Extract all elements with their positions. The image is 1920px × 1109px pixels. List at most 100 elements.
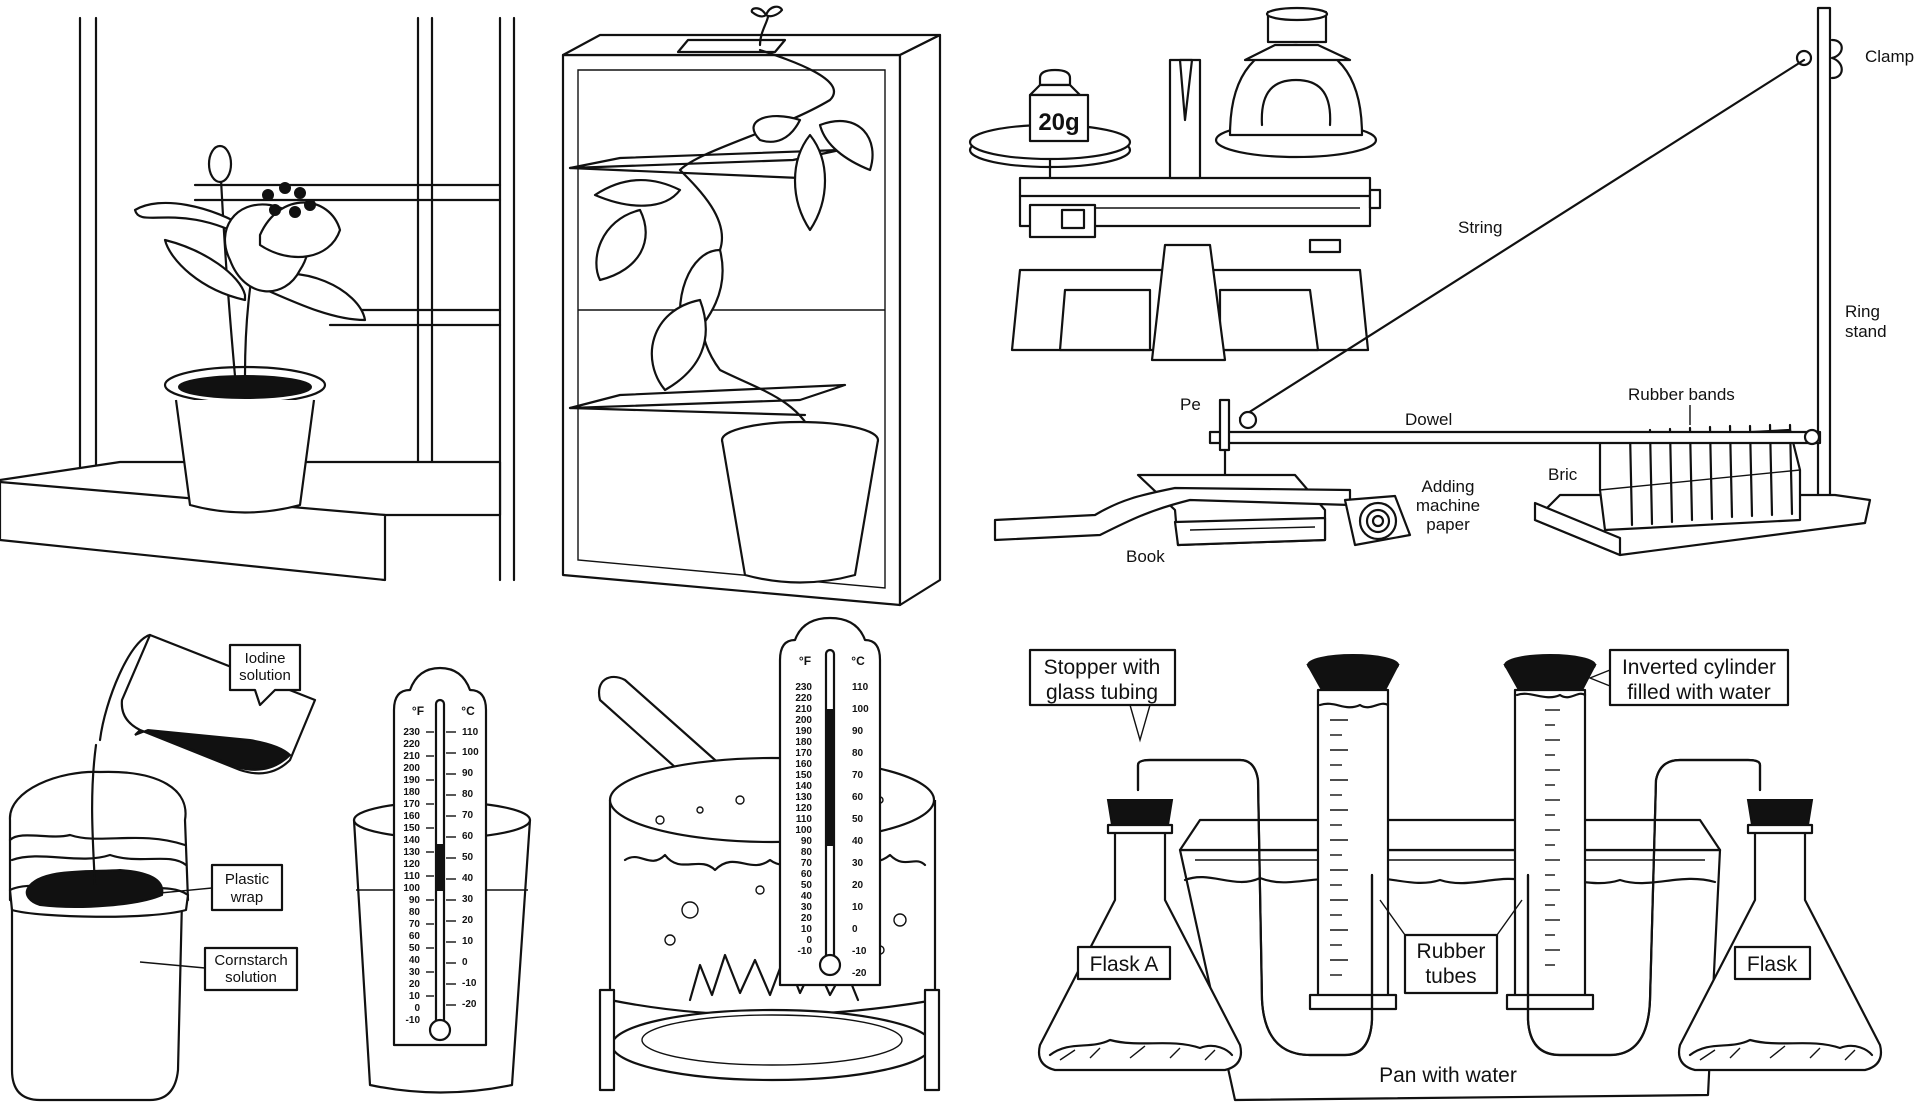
weight-label: 20g: [1038, 109, 1079, 136]
svg-text:0: 0: [414, 1003, 420, 1014]
svg-text:170: 170: [795, 748, 812, 759]
svg-text:30: 30: [409, 967, 421, 978]
svg-text:220: 220: [403, 739, 420, 750]
svg-text:50: 50: [462, 852, 474, 863]
flask-a-callout: Flask A: [1076, 945, 1172, 981]
svg-text:40: 40: [852, 836, 864, 847]
svg-text:-10: -10: [406, 1015, 421, 1026]
maze-pot: [720, 420, 880, 584]
svg-text:200: 200: [795, 715, 812, 726]
svg-text:220: 220: [795, 693, 812, 704]
svg-text:0: 0: [462, 957, 468, 968]
svg-text:70: 70: [801, 858, 813, 869]
svg-text:10: 10: [852, 902, 864, 913]
pot-handle: [597, 675, 717, 787]
pan-label: Pan with water: [1379, 1064, 1517, 1087]
svg-text:160: 160: [403, 811, 420, 822]
c-unit-2: °C: [851, 654, 865, 668]
svg-text:70: 70: [462, 810, 474, 821]
svg-text:100: 100: [462, 747, 479, 758]
svg-text:Flask A: Flask A: [1090, 953, 1159, 976]
beaker-pouring: [91, 633, 317, 887]
rubber-tubes: [1136, 758, 1762, 1057]
balance-scale: 20g: [968, 6, 1382, 362]
svg-text:10: 10: [801, 924, 813, 935]
svg-text:130: 130: [795, 792, 812, 803]
svg-text:40: 40: [462, 873, 474, 884]
svg-text:150: 150: [795, 770, 812, 781]
svg-text:20: 20: [852, 880, 864, 891]
thermometer-1-ticklines: [426, 731, 456, 1006]
f-unit-2: °F: [799, 654, 811, 668]
svg-text:70: 70: [852, 770, 864, 781]
svg-text:100: 100: [852, 704, 869, 715]
svg-text:170: 170: [403, 799, 420, 810]
svg-text:90: 90: [852, 726, 864, 737]
maze-box-panel: [561, 5, 942, 607]
svg-text:100: 100: [403, 883, 420, 894]
svg-text:100: 100: [795, 825, 812, 836]
svg-text:120: 120: [403, 859, 420, 870]
svg-text:10: 10: [462, 936, 474, 947]
book: [1136, 473, 1327, 547]
rubber-bands-label: Rubber bands: [1628, 385, 1735, 404]
glass-jar: [8, 770, 190, 1102]
right-cylinder-graduations: [1545, 709, 1560, 966]
string-label: String: [1458, 218, 1502, 237]
svg-text:50: 50: [801, 880, 813, 891]
svg-text:20: 20: [409, 979, 421, 990]
svg-text:90: 90: [462, 768, 474, 779]
shelf-2: [568, 383, 847, 417]
svg-text:50: 50: [852, 814, 864, 825]
svg-text:120: 120: [795, 803, 812, 814]
left-cylinder-graduations: [1330, 719, 1348, 976]
svg-text:150: 150: [403, 823, 420, 834]
svg-text:110: 110: [796, 814, 813, 825]
svg-text:20: 20: [462, 915, 474, 926]
svg-text:60: 60: [801, 869, 813, 880]
c-unit: °C: [461, 704, 475, 718]
dowel: [1208, 410, 1822, 446]
iodine-spot: [25, 868, 164, 908]
clamp-label: Clamp: [1865, 47, 1914, 66]
svg-text:20: 20: [801, 913, 813, 924]
cylinder-right: [1503, 654, 1597, 1011]
svg-text:180: 180: [403, 787, 420, 798]
book-label: Book: [1126, 547, 1165, 566]
flask-b-callout: Flask: [1733, 945, 1812, 981]
svg-text:190: 190: [403, 775, 420, 786]
svg-text:30: 30: [852, 858, 864, 869]
pen-label: Pe: [1180, 395, 1201, 414]
svg-text:80: 80: [801, 847, 813, 858]
string: [1238, 58, 1806, 420]
dowel-label: Dowel: [1405, 410, 1452, 429]
svg-text:0: 0: [852, 924, 858, 935]
weight-20g: 20g: [1028, 68, 1090, 143]
svg-text:60: 60: [409, 931, 421, 942]
svg-text:60: 60: [852, 792, 864, 803]
svg-text:140: 140: [795, 781, 812, 792]
flower-pot: [163, 365, 327, 514]
adding-machine-paper: [993, 486, 1412, 547]
svg-text:-10: -10: [852, 946, 867, 957]
svg-text:140: 140: [403, 835, 420, 846]
